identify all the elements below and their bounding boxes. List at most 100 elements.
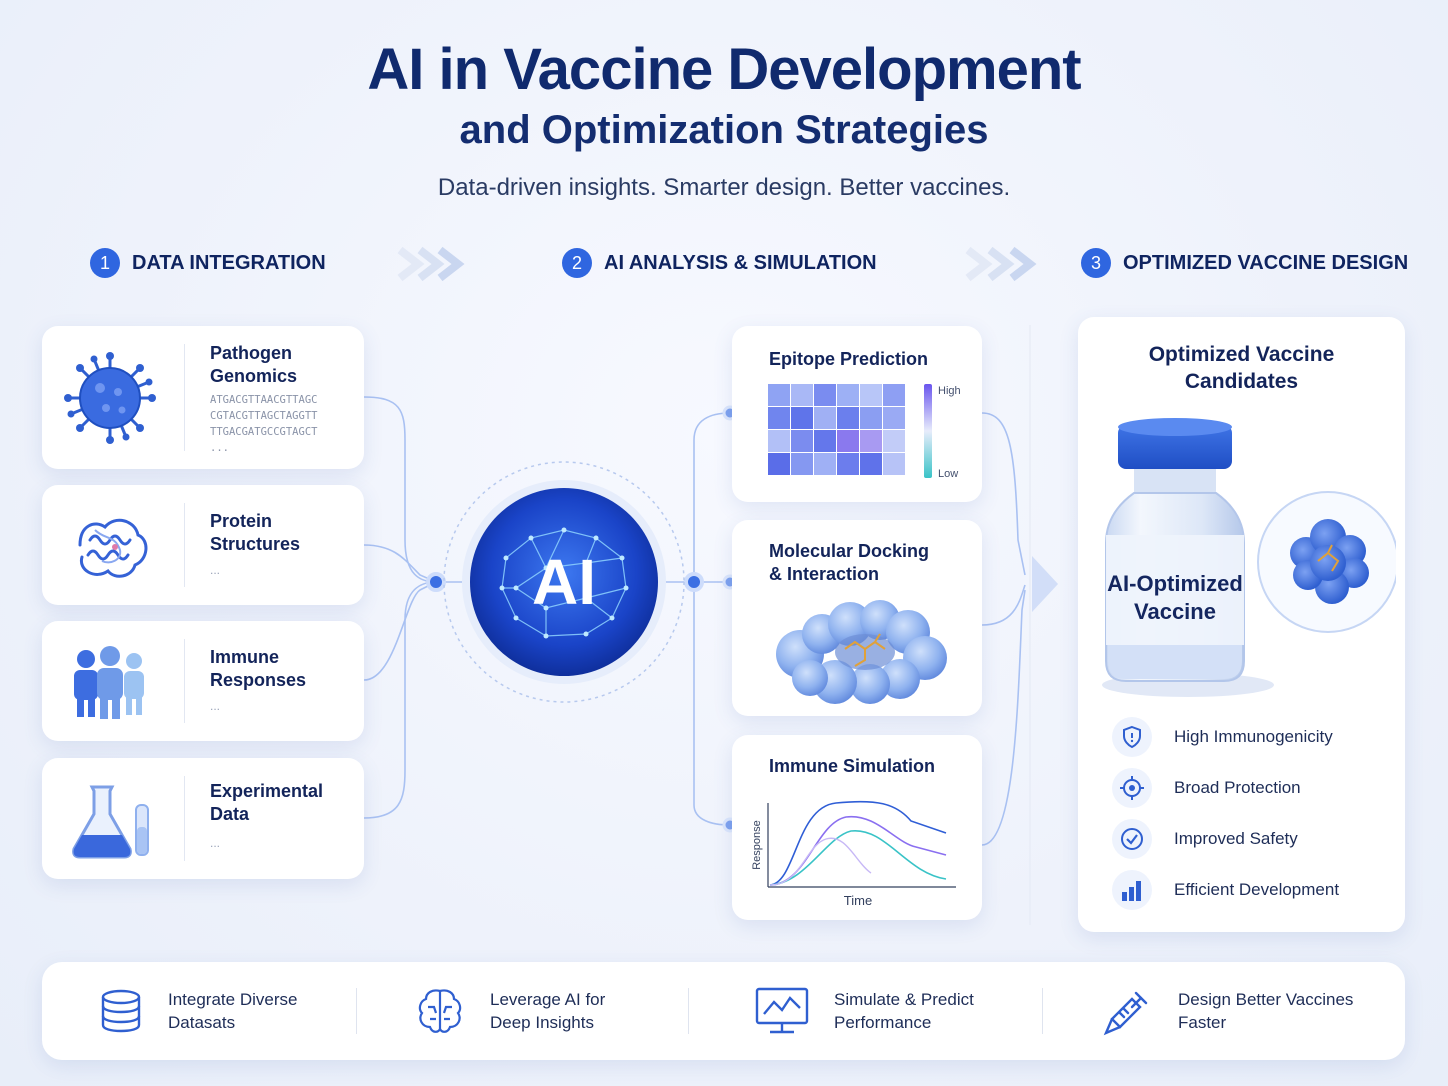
step-label: OPTIMIZED VACCINE DESIGN <box>1123 251 1409 274</box>
vial-label-line-1: AI-Optimized <box>1107 571 1243 596</box>
bar-chart-icon <box>1122 881 1141 901</box>
summary-line-1: Simulate & Predict <box>834 990 974 1009</box>
dna-sequence: ATGACGTTAACGTTAGC CGTACGTTAGCTAGGTT TTGA… <box>210 394 318 454</box>
summary-line-1: Design Better Vaccines <box>1178 990 1354 1009</box>
heatmap-cell <box>814 407 836 429</box>
benefit-label: Broad Protection <box>1174 778 1301 797</box>
docking-molecule-illustration <box>776 600 947 704</box>
chevron-arrow-icon <box>965 246 1037 282</box>
flask-icon <box>72 785 149 858</box>
step-number: 3 <box>1081 248 1111 278</box>
card-title: Molecular Docking& Interaction <box>769 541 930 584</box>
step-3-header: 3 OPTIMIZED VACCINE DESIGN <box>1081 248 1408 278</box>
heatmap-cell <box>883 407 905 429</box>
y-axis-label: Response <box>751 820 763 870</box>
page-subtitle: and Optimization Strategies <box>459 108 989 152</box>
divider <box>688 988 689 1034</box>
summary-line-2: Performance <box>834 1013 932 1032</box>
heatmap-cell <box>768 430 790 452</box>
heatmap-cell <box>768 407 790 429</box>
step-number: 2 <box>562 248 592 278</box>
heatmap-cell <box>768 453 790 475</box>
card-title: Immune Simulation <box>769 756 936 776</box>
protein-structure-icon <box>78 518 148 578</box>
scale-low-label: Low <box>938 468 958 480</box>
syringe-icon <box>1103 991 1148 1036</box>
benefit-improved-safety: Improved Safety <box>1112 819 1298 859</box>
molecular-docking-card: Molecular Docking& Interaction <box>732 520 982 716</box>
benefit-broad-protection: Broad Protection <box>1112 768 1301 808</box>
summary-line-2: Deep Insights <box>490 1013 594 1032</box>
summary-line-2: Faster <box>1178 1013 1227 1032</box>
step-label: AI ANALYSIS & SIMULATION <box>604 251 877 274</box>
divider <box>1042 988 1043 1034</box>
scale-high-label: High <box>938 385 961 397</box>
heatmap-cell <box>768 384 790 406</box>
card-divider <box>184 344 185 451</box>
epitope-heatmap: High Low <box>768 384 961 480</box>
color-scale <box>924 384 932 478</box>
immune-simulation-card: Immune Simulation Response Time <box>732 735 982 920</box>
heatmap-cell <box>860 453 882 475</box>
more-indicator: ... <box>210 699 221 713</box>
heatmap-cell <box>791 453 813 475</box>
vaccine-vial-illustration: AI-Optimized Vaccine <box>1102 418 1396 697</box>
heatmap-cell <box>814 430 836 452</box>
heatmap-cell <box>883 384 905 406</box>
divider <box>356 988 357 1034</box>
tagline: Data-driven insights. Smarter design. Be… <box>437 174 1011 201</box>
chevron-arrow-icon <box>397 246 465 282</box>
heatmap-cell <box>837 453 859 475</box>
shield-icon <box>1123 725 1141 749</box>
step-2-header: 2 AI ANALYSIS & SIMULATION <box>562 248 877 278</box>
heatmap-cell <box>883 453 905 475</box>
heatmap-cell <box>860 430 882 452</box>
ai-label: AI <box>532 546 596 618</box>
summary-line-2: Datasats <box>168 1013 236 1032</box>
response-curve <box>769 830 947 886</box>
x-axis-label: Time <box>844 893 872 908</box>
more-indicator: ... <box>210 563 221 577</box>
page-title: AI in Vaccine Development <box>367 37 1081 102</box>
monitor-chart-icon <box>755 987 809 1034</box>
heatmap-cell <box>860 384 882 406</box>
heatmap-cell <box>791 407 813 429</box>
heatmap-cell <box>837 430 859 452</box>
heatmap-cell <box>791 384 813 406</box>
ai-core: AI <box>443 461 685 703</box>
benefit-label: High Immunogenicity <box>1174 727 1333 746</box>
people-icon <box>74 646 144 719</box>
virus-icon <box>64 351 156 444</box>
card-divider <box>184 639 185 723</box>
heatmap-cell <box>860 407 882 429</box>
benefit-high-immunogenicity: High Immunogenicity <box>1112 717 1333 757</box>
summary-line-1: Integrate Diverse <box>168 990 298 1009</box>
summary-line-1: Leverage AI for <box>490 990 606 1009</box>
step-label: DATA INTEGRATION <box>132 251 326 274</box>
step-number: 1 <box>90 248 120 278</box>
more-indicator: ... <box>210 836 221 850</box>
benefit-label: Efficient Development <box>1174 880 1340 899</box>
card-title: Epitope Prediction <box>769 349 929 369</box>
target-icon <box>1120 776 1144 800</box>
benefit-efficient-development: Efficient Development <box>1112 870 1339 910</box>
card-divider <box>184 503 185 587</box>
vial-label-line-2: Vaccine <box>1134 599 1216 624</box>
check-circle-icon <box>1121 828 1143 850</box>
heatmap-cell <box>883 430 905 452</box>
heatmap-cell <box>791 430 813 452</box>
heatmap-cell <box>814 453 836 475</box>
benefit-label: Improved Safety <box>1174 829 1298 848</box>
response-curve <box>769 837 872 886</box>
